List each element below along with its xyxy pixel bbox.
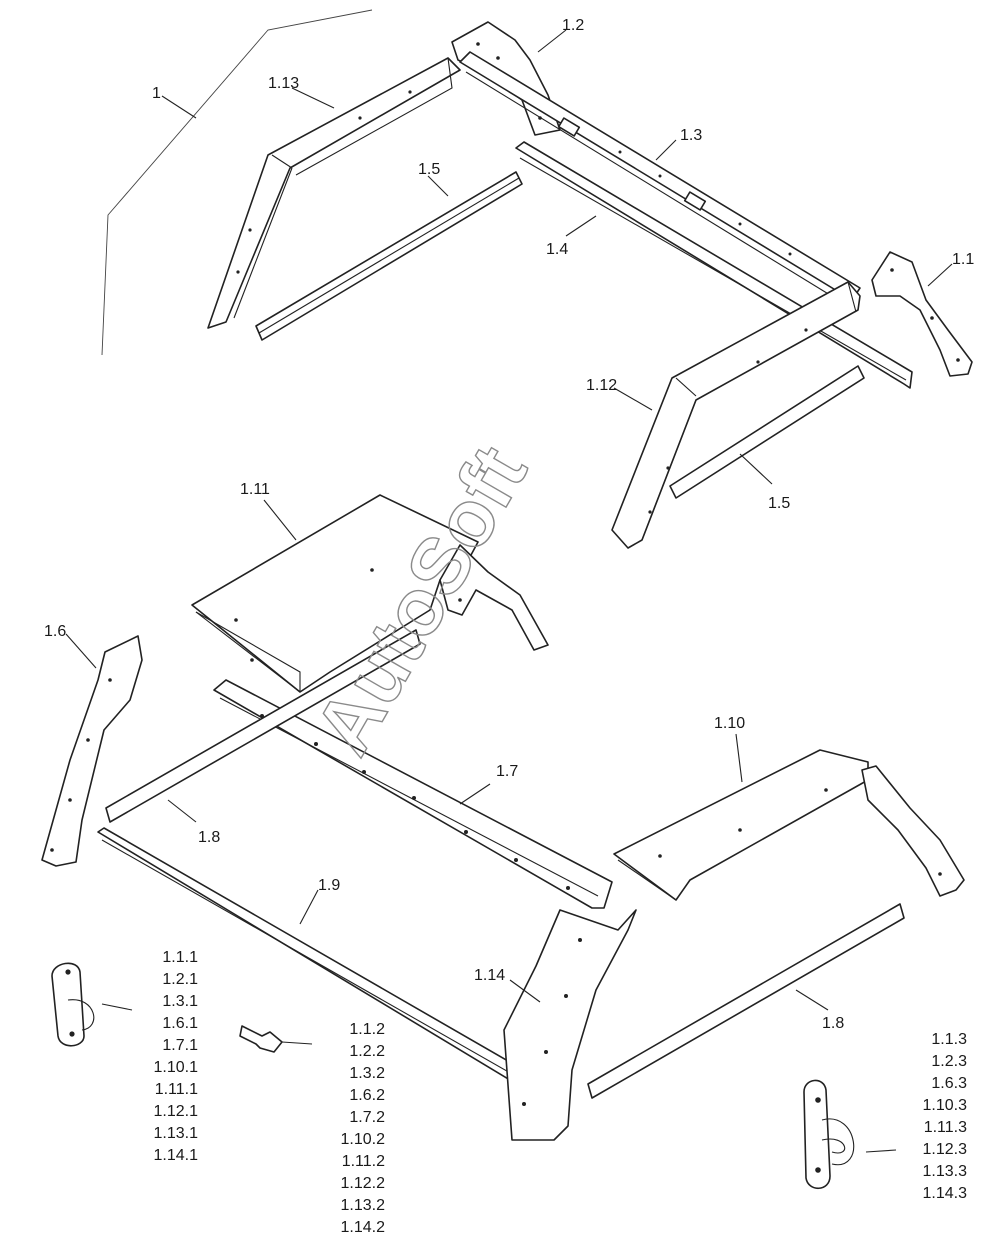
hardware-list-3: 1.1.3 1.2.3 1.6.3 1.10.3 1.11.3 1.12.3 1… bbox=[923, 1031, 968, 1202]
label-1-3: 1.3 bbox=[680, 127, 702, 144]
list1-item: 1.13.1 bbox=[154, 1125, 199, 1142]
part-1-10-right-cover bbox=[613, 749, 965, 901]
list3-item: 1.11.3 bbox=[924, 1119, 967, 1136]
list1-item: 1.11.1 bbox=[155, 1081, 198, 1098]
hardware-list-1: 1.1.1 1.2.1 1.3.1 1.6.1 1.7.1 1.10.1 1.1… bbox=[154, 949, 199, 1164]
leader-lines bbox=[65, 29, 953, 1153]
label-1-13: 1.13 bbox=[268, 75, 299, 92]
part-labels: 1 1.1 1.2 1.3 1.4 1.5 1.5 1.6 1.7 1.8 1.… bbox=[44, 17, 974, 1032]
list2-item: 1.11.2 bbox=[342, 1153, 385, 1170]
part-1-5-lower-bar bbox=[669, 365, 865, 499]
list1-item: 1.12.1 bbox=[154, 1103, 199, 1120]
hardware-list-2: 1.1.2 1.2.2 1.3.2 1.6.2 1.7.2 1.10.2 1.1… bbox=[341, 1021, 386, 1236]
label-1-8-right: 1.8 bbox=[822, 1015, 844, 1032]
list2-item: 1.6.2 bbox=[349, 1087, 385, 1104]
list3-item: 1.1.3 bbox=[931, 1031, 967, 1048]
label-1-5-lower: 1.5 bbox=[768, 495, 790, 512]
label-1-5-upper: 1.5 bbox=[418, 161, 440, 178]
part-1-8-right-bar bbox=[587, 903, 905, 1099]
part-1-5-upper-bar bbox=[255, 171, 523, 341]
list1-item: 1.2.1 bbox=[162, 971, 198, 988]
label-1-2: 1.2 bbox=[562, 17, 584, 34]
list2-item: 1.2.2 bbox=[349, 1043, 385, 1060]
label-1-11: 1.11 bbox=[240, 481, 270, 498]
list3-item: 1.13.3 bbox=[923, 1163, 968, 1180]
part-1-8-left-bar bbox=[105, 629, 421, 823]
list1-item: 1.14.1 bbox=[154, 1147, 199, 1164]
label-1: 1 bbox=[152, 85, 161, 102]
list2-item: 1.10.2 bbox=[341, 1131, 386, 1148]
plate-hook-icon bbox=[51, 962, 95, 1047]
label-1-4: 1.4 bbox=[546, 241, 568, 258]
double-hook-plate-icon bbox=[803, 1079, 855, 1190]
list1-item: 1.7.1 bbox=[162, 1037, 198, 1054]
list1-item: 1.1.1 bbox=[162, 949, 198, 966]
list3-item: 1.10.3 bbox=[923, 1097, 968, 1114]
assembly-outline-line bbox=[101, 9, 373, 356]
list2-item: 1.3.2 bbox=[349, 1065, 385, 1082]
list3-item: 1.2.3 bbox=[931, 1053, 967, 1070]
list1-item: 1.10.1 bbox=[154, 1059, 199, 1076]
list2-item: 1.12.2 bbox=[341, 1175, 386, 1192]
list2-item: 1.14.2 bbox=[341, 1219, 386, 1236]
label-1-8-left: 1.8 bbox=[198, 829, 220, 846]
part-1-12-right-arch bbox=[611, 281, 861, 549]
list3-item: 1.12.3 bbox=[923, 1141, 968, 1158]
label-1-1: 1.1 bbox=[952, 251, 974, 268]
list1-item: 1.6.1 bbox=[162, 1015, 198, 1032]
label-1-7: 1.7 bbox=[496, 763, 518, 780]
part-1-7-bracket-bar bbox=[213, 679, 613, 909]
list2-item: 1.13.2 bbox=[341, 1197, 386, 1214]
part-1-11-left-cover bbox=[191, 494, 549, 693]
label-1-14: 1.14 bbox=[474, 967, 505, 984]
part-1-6-left-upright bbox=[41, 635, 143, 867]
list3-item: 1.14.3 bbox=[923, 1185, 968, 1202]
list1-item: 1.3.1 bbox=[162, 993, 198, 1010]
part-1-1-right-bracket bbox=[871, 251, 973, 377]
bolt-icon bbox=[239, 1025, 283, 1053]
label-1-9: 1.9 bbox=[318, 877, 340, 894]
label-1-6: 1.6 bbox=[44, 623, 66, 640]
part-1-13-left-arch bbox=[207, 57, 461, 329]
list2-item: 1.7.2 bbox=[349, 1109, 385, 1126]
part-1-14-right-upright bbox=[503, 909, 637, 1141]
list3-item: 1.6.3 bbox=[931, 1075, 967, 1092]
label-1-10: 1.10 bbox=[714, 715, 745, 732]
label-1-12: 1.12 bbox=[586, 377, 617, 394]
part-1-4-lower-rail bbox=[515, 141, 913, 389]
part-1-3-top-rail bbox=[459, 51, 861, 307]
list2-item: 1.1.2 bbox=[349, 1021, 385, 1038]
